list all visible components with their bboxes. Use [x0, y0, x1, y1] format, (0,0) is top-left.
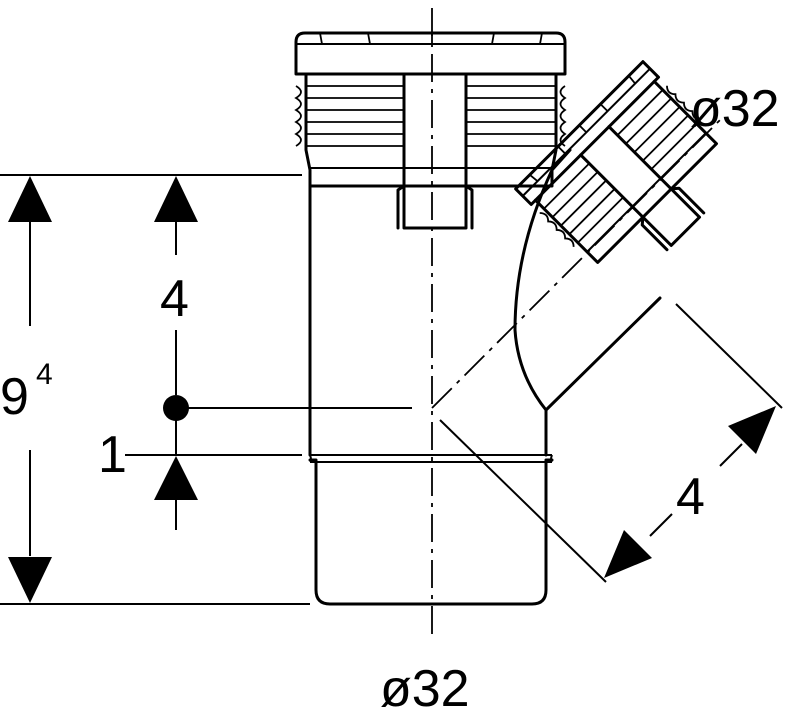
branch-socket — [514, 60, 718, 264]
arrow-up-total — [8, 176, 52, 222]
arrow-branch-lower — [604, 530, 652, 578]
main-pipe-body — [308, 173, 554, 606]
dimension-offset: 1 — [98, 420, 302, 530]
top-socket — [294, 31, 567, 230]
dimension-socket-depth: 4 — [154, 176, 412, 421]
dimension-total-height: 9 4 — [0, 174, 310, 605]
socket-depth-label: 4 — [160, 270, 189, 328]
offset-label: 1 — [98, 426, 127, 484]
arrow-branch-upper — [728, 406, 776, 454]
total-height-label: 9 — [0, 368, 29, 426]
arrow-up-socket — [154, 176, 198, 222]
main-diameter-label: ø32 — [380, 660, 470, 712]
centerlines — [431, 8, 721, 640]
branch-diameter-label: ø32 — [690, 80, 780, 138]
dimension-branch-length: 4 — [439, 303, 783, 583]
total-height-superscript: 4 — [36, 358, 53, 391]
branch-body — [513, 148, 662, 412]
branch-centerline — [431, 119, 721, 409]
arrow-down-total — [8, 557, 52, 603]
arrow-up-offset — [154, 456, 198, 500]
branch-length-label: 4 — [676, 468, 705, 526]
